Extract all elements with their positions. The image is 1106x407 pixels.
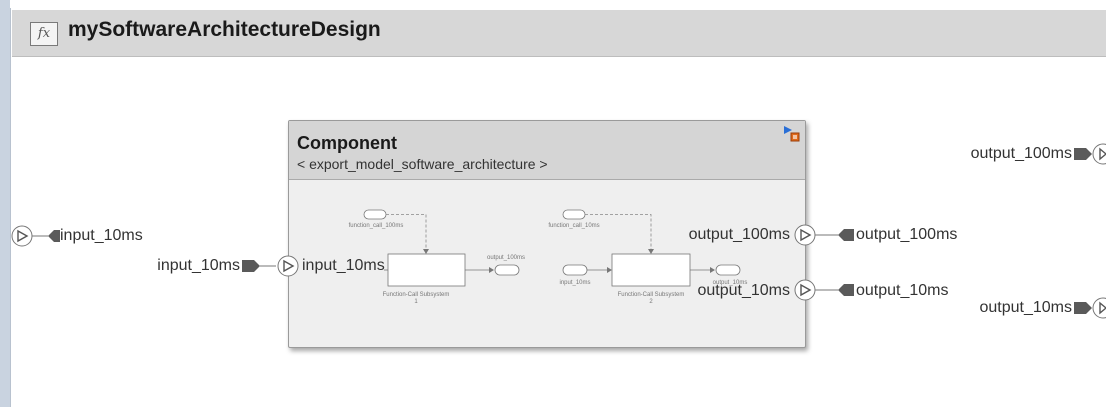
canvas-left-rail [0, 0, 10, 407]
root-outport-10ms-label: output_10ms [979, 299, 1072, 316]
component-inner-input-label: input_10ms [302, 257, 385, 274]
component-external-output-100ms-label: output_100ms [856, 226, 958, 243]
fc1-label: function_call_100ms [348, 223, 404, 229]
fc2-label: function_call_10ms [548, 223, 600, 229]
root-inport-label: input_10ms [60, 227, 143, 244]
component-title: Component [297, 133, 397, 153]
component-block[interactable]: Component < export_model_software_archit… [288, 120, 806, 348]
root-outport-100ms-label: output_100ms [970, 145, 1072, 162]
internal-out10-label: output_10ms [712, 280, 748, 286]
component-external-output-10ms-label: output_10ms [856, 282, 949, 299]
subsystem-1-label: Function-Call Subsystem 1 [382, 292, 450, 305]
subsystem-2-label: Function-Call Subsystem 2 [617, 292, 685, 305]
component-inner-output-10ms-label: output_10ms [697, 282, 790, 299]
model-title: mySoftwareArchitectureDesign [68, 18, 381, 41]
component-external-input-label: input_10ms [157, 257, 240, 274]
internal-out100-label: output_100ms [486, 255, 526, 261]
internal-in10-label: input_10ms [559, 280, 591, 286]
component-inner-output-100ms-label: output_100ms [688, 226, 790, 243]
fx-icon[interactable]: fx [30, 22, 58, 46]
component-subtitle: < export_model_software_architecture > [297, 156, 548, 172]
component-header [289, 121, 805, 180]
model-reference-icon[interactable] [783, 124, 801, 142]
title-bar: fx mySoftwareArchitectureDesign [12, 10, 1106, 57]
